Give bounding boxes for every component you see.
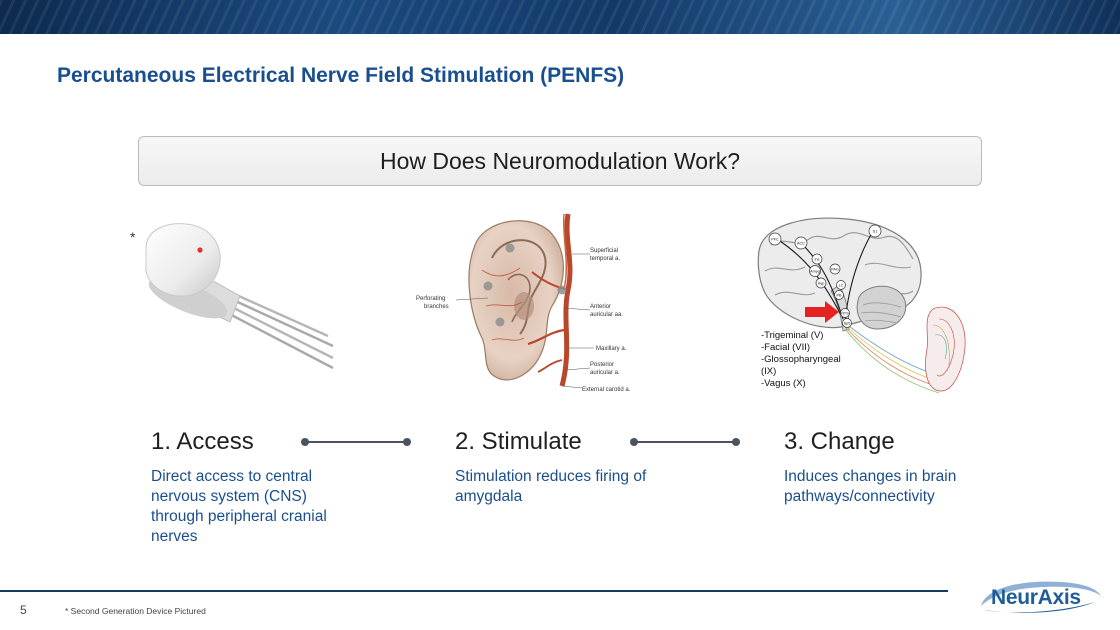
- nerve-item: (IX): [761, 366, 777, 377]
- step-connector: [301, 438, 411, 446]
- ear-vasculature-diagram: Superficial temporal a. Perforating bran…: [416, 213, 631, 393]
- node-amyg: Amyg: [809, 265, 821, 277]
- question-box: How Does Neuromodulation Work?: [138, 136, 982, 186]
- red-arrow-icon: [805, 301, 839, 323]
- label-posterior-auricular: Posterior: [590, 362, 614, 368]
- step-description-access: Direct access to central nervous system …: [151, 468, 327, 545]
- footnote: * Second Generation Device Pictured: [65, 606, 206, 616]
- node-pfc: PFC: [768, 232, 782, 246]
- node-pb: PB: [834, 290, 844, 300]
- step-connector: [630, 438, 740, 446]
- label-perforating-2: branches: [424, 304, 449, 310]
- label-superficial-temporal-2: temporal a.: [590, 256, 620, 262]
- slide-title: Percutaneous Electrical Nerve Field Stim…: [57, 64, 625, 87]
- step-title-change: 3. Change: [784, 428, 895, 455]
- node-s1: S1: [868, 224, 882, 238]
- logo-text: NeurAxis: [991, 586, 1081, 609]
- step-description-stimulate: Stimulation reduces firing of amygdala: [455, 468, 647, 505]
- top-banner: [0, 0, 1120, 34]
- device-led-icon: [197, 247, 203, 253]
- label-superficial-temporal: Superficial: [590, 248, 618, 254]
- label-maxillary: Maxillary a.: [596, 346, 627, 352]
- label-perforating: Perforating: [416, 296, 445, 302]
- node-nts: NTS: [840, 308, 850, 318]
- node-hyp-label: Hyp: [818, 282, 825, 286]
- node-s1-label: S1: [873, 230, 878, 234]
- node-pag: PAG: [829, 263, 841, 275]
- nerve-item: -Facial (VII): [761, 342, 811, 353]
- step-description-change: Induces changes in brain pathways/connec…: [784, 468, 957, 505]
- logo-swoosh-icon: [981, 581, 1101, 613]
- step-title-access: 1. Access: [151, 428, 254, 455]
- label-posterior-auricular-2: auricular a.: [590, 370, 620, 376]
- page-number: 5: [20, 603, 27, 617]
- brain-pathway-diagram: PFC ACC S1 Ins Amyg Hyp PAG LC PB NTS Sp…: [757, 217, 966, 394]
- node-sp5-label: Sp5: [844, 322, 851, 326]
- nerve-item: -Glossopharyngeal: [761, 354, 841, 365]
- cranial-nerve-list: -Trigeminal (V) -Facial (VII) -Glossopha…: [761, 330, 871, 390]
- node-hyp: Hyp: [815, 277, 827, 289]
- question-text: How Does Neuromodulation Work?: [379, 147, 741, 174]
- node-ins-label: Ins: [814, 258, 819, 262]
- node-amyg-label: Amyg: [810, 270, 820, 274]
- nerve-item: -Trigeminal (V): [761, 330, 824, 341]
- device-asterisk: *: [130, 229, 136, 245]
- node-pag-label: PAG: [831, 268, 839, 272]
- label-external-carotid: External carotid a.: [582, 387, 631, 393]
- node-pfc-label: PFC: [771, 238, 779, 242]
- step-title-stimulate: 2. Stimulate: [455, 428, 582, 455]
- node-acc-label: ACC: [797, 242, 805, 246]
- node-pb-label: PB: [836, 294, 842, 298]
- nerve-item: -Vagus (X): [761, 378, 806, 389]
- node-acc: ACC: [794, 236, 808, 250]
- footer-divider: [0, 590, 948, 592]
- node-lc-label: LC: [839, 284, 844, 288]
- neuraxis-logo: NeurAxis: [975, 576, 1105, 616]
- node-ins: Ins: [811, 253, 823, 265]
- node-sp5: Sp5: [842, 318, 852, 328]
- label-anterior-auricular: Anterior: [590, 304, 611, 310]
- label-anterior-auricular-2: auricular aa.: [590, 312, 623, 318]
- node-nts-label: NTS: [841, 312, 849, 316]
- penfs-device-image: [145, 223, 334, 370]
- node-lc: LC: [836, 280, 846, 290]
